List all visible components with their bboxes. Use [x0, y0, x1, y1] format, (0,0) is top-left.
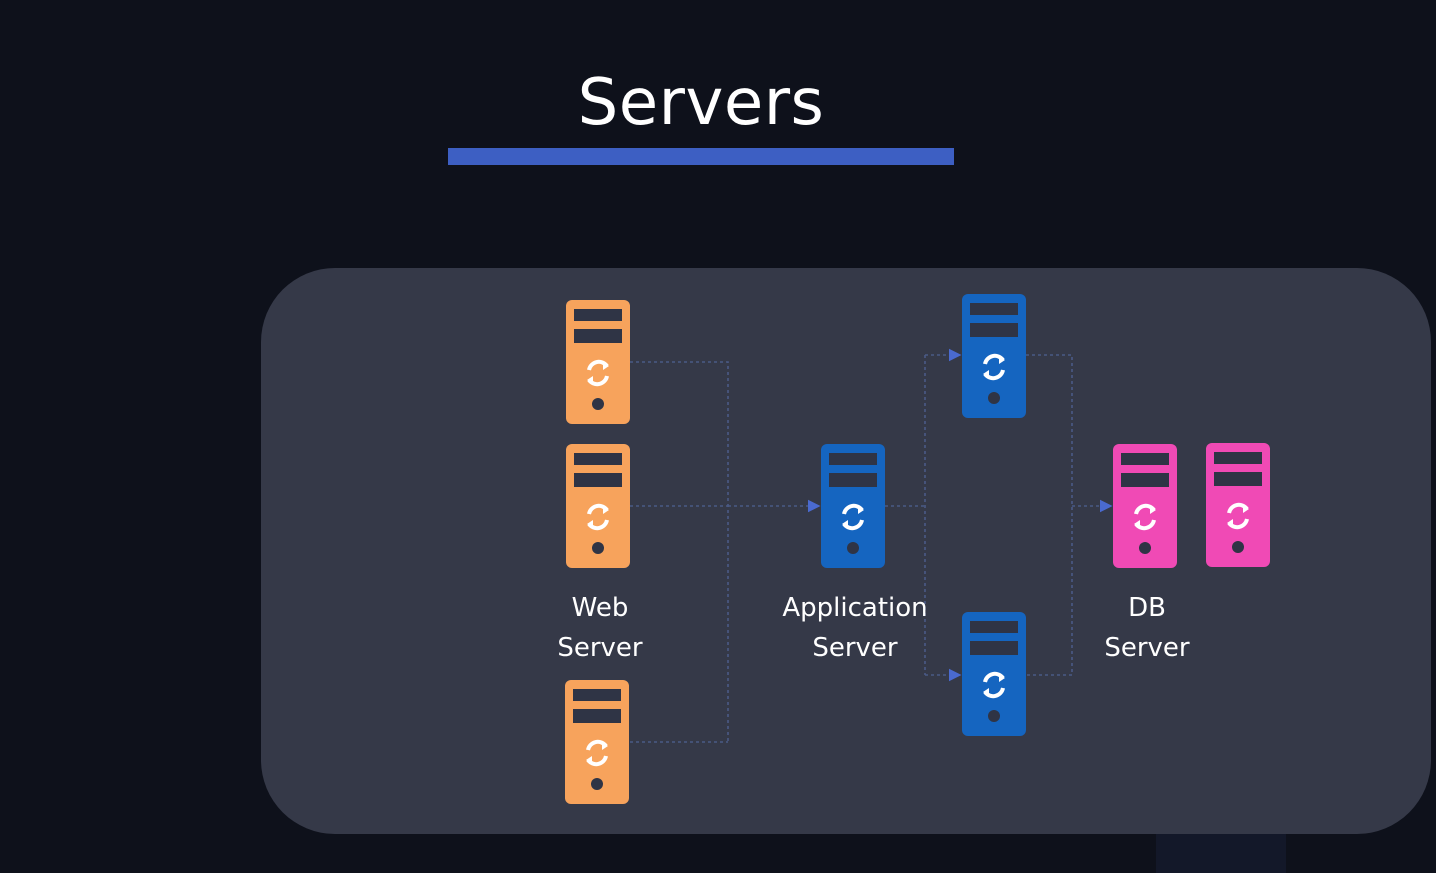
- server-slot: [970, 303, 1018, 315]
- web-server-1: [566, 300, 630, 424]
- server-slot: [970, 641, 1018, 655]
- server-icon: [962, 612, 1026, 736]
- server-icon: [1206, 443, 1270, 567]
- db-server-1: [1113, 444, 1177, 568]
- web-server-2: [566, 444, 630, 568]
- server-slot: [970, 323, 1018, 337]
- server-slot: [574, 309, 622, 321]
- web-server-label-line-2: Server: [557, 633, 643, 663]
- db-server-2: [1206, 443, 1270, 567]
- server-slot: [1214, 452, 1262, 464]
- server-slot: [829, 453, 877, 465]
- db-server-label-line-2: Server: [1104, 633, 1190, 663]
- server-icon: [1113, 444, 1177, 568]
- decorative-block: [1156, 834, 1286, 873]
- web-server-3: [565, 680, 629, 804]
- app-server-label: Application Server: [760, 588, 950, 668]
- app-server-label-line-1: Application: [782, 593, 928, 623]
- web-server-label: Web Server: [520, 588, 680, 668]
- server-slot: [829, 473, 877, 487]
- title-underline: [448, 148, 954, 165]
- server-slot: [573, 689, 621, 701]
- db-server-label: DB Server: [1067, 588, 1227, 668]
- server-icon: [566, 300, 630, 424]
- connector-web-1: [630, 361, 729, 742]
- server-slot: [574, 473, 622, 487]
- web-server-label-line-1: Web: [571, 593, 629, 623]
- page-title: Servers: [577, 66, 825, 140]
- mid-server-1: [962, 294, 1026, 418]
- server-slot: [1121, 473, 1169, 487]
- connector-mid-1-out: [1026, 354, 1073, 676]
- server-slot: [574, 453, 622, 465]
- db-server-label-line-1: DB: [1128, 593, 1166, 623]
- server-icon: [962, 294, 1026, 418]
- app-server-label-line-2: Server: [812, 633, 898, 663]
- server-slot: [574, 329, 622, 343]
- server-slot: [970, 621, 1018, 633]
- server-icon: [821, 444, 885, 568]
- server-icon: [566, 444, 630, 568]
- server-slot: [1214, 472, 1262, 486]
- app-server: [821, 444, 885, 568]
- mid-server-2: [962, 612, 1026, 736]
- server-icon: [565, 680, 629, 804]
- server-slot: [573, 709, 621, 723]
- server-slot: [1121, 453, 1169, 465]
